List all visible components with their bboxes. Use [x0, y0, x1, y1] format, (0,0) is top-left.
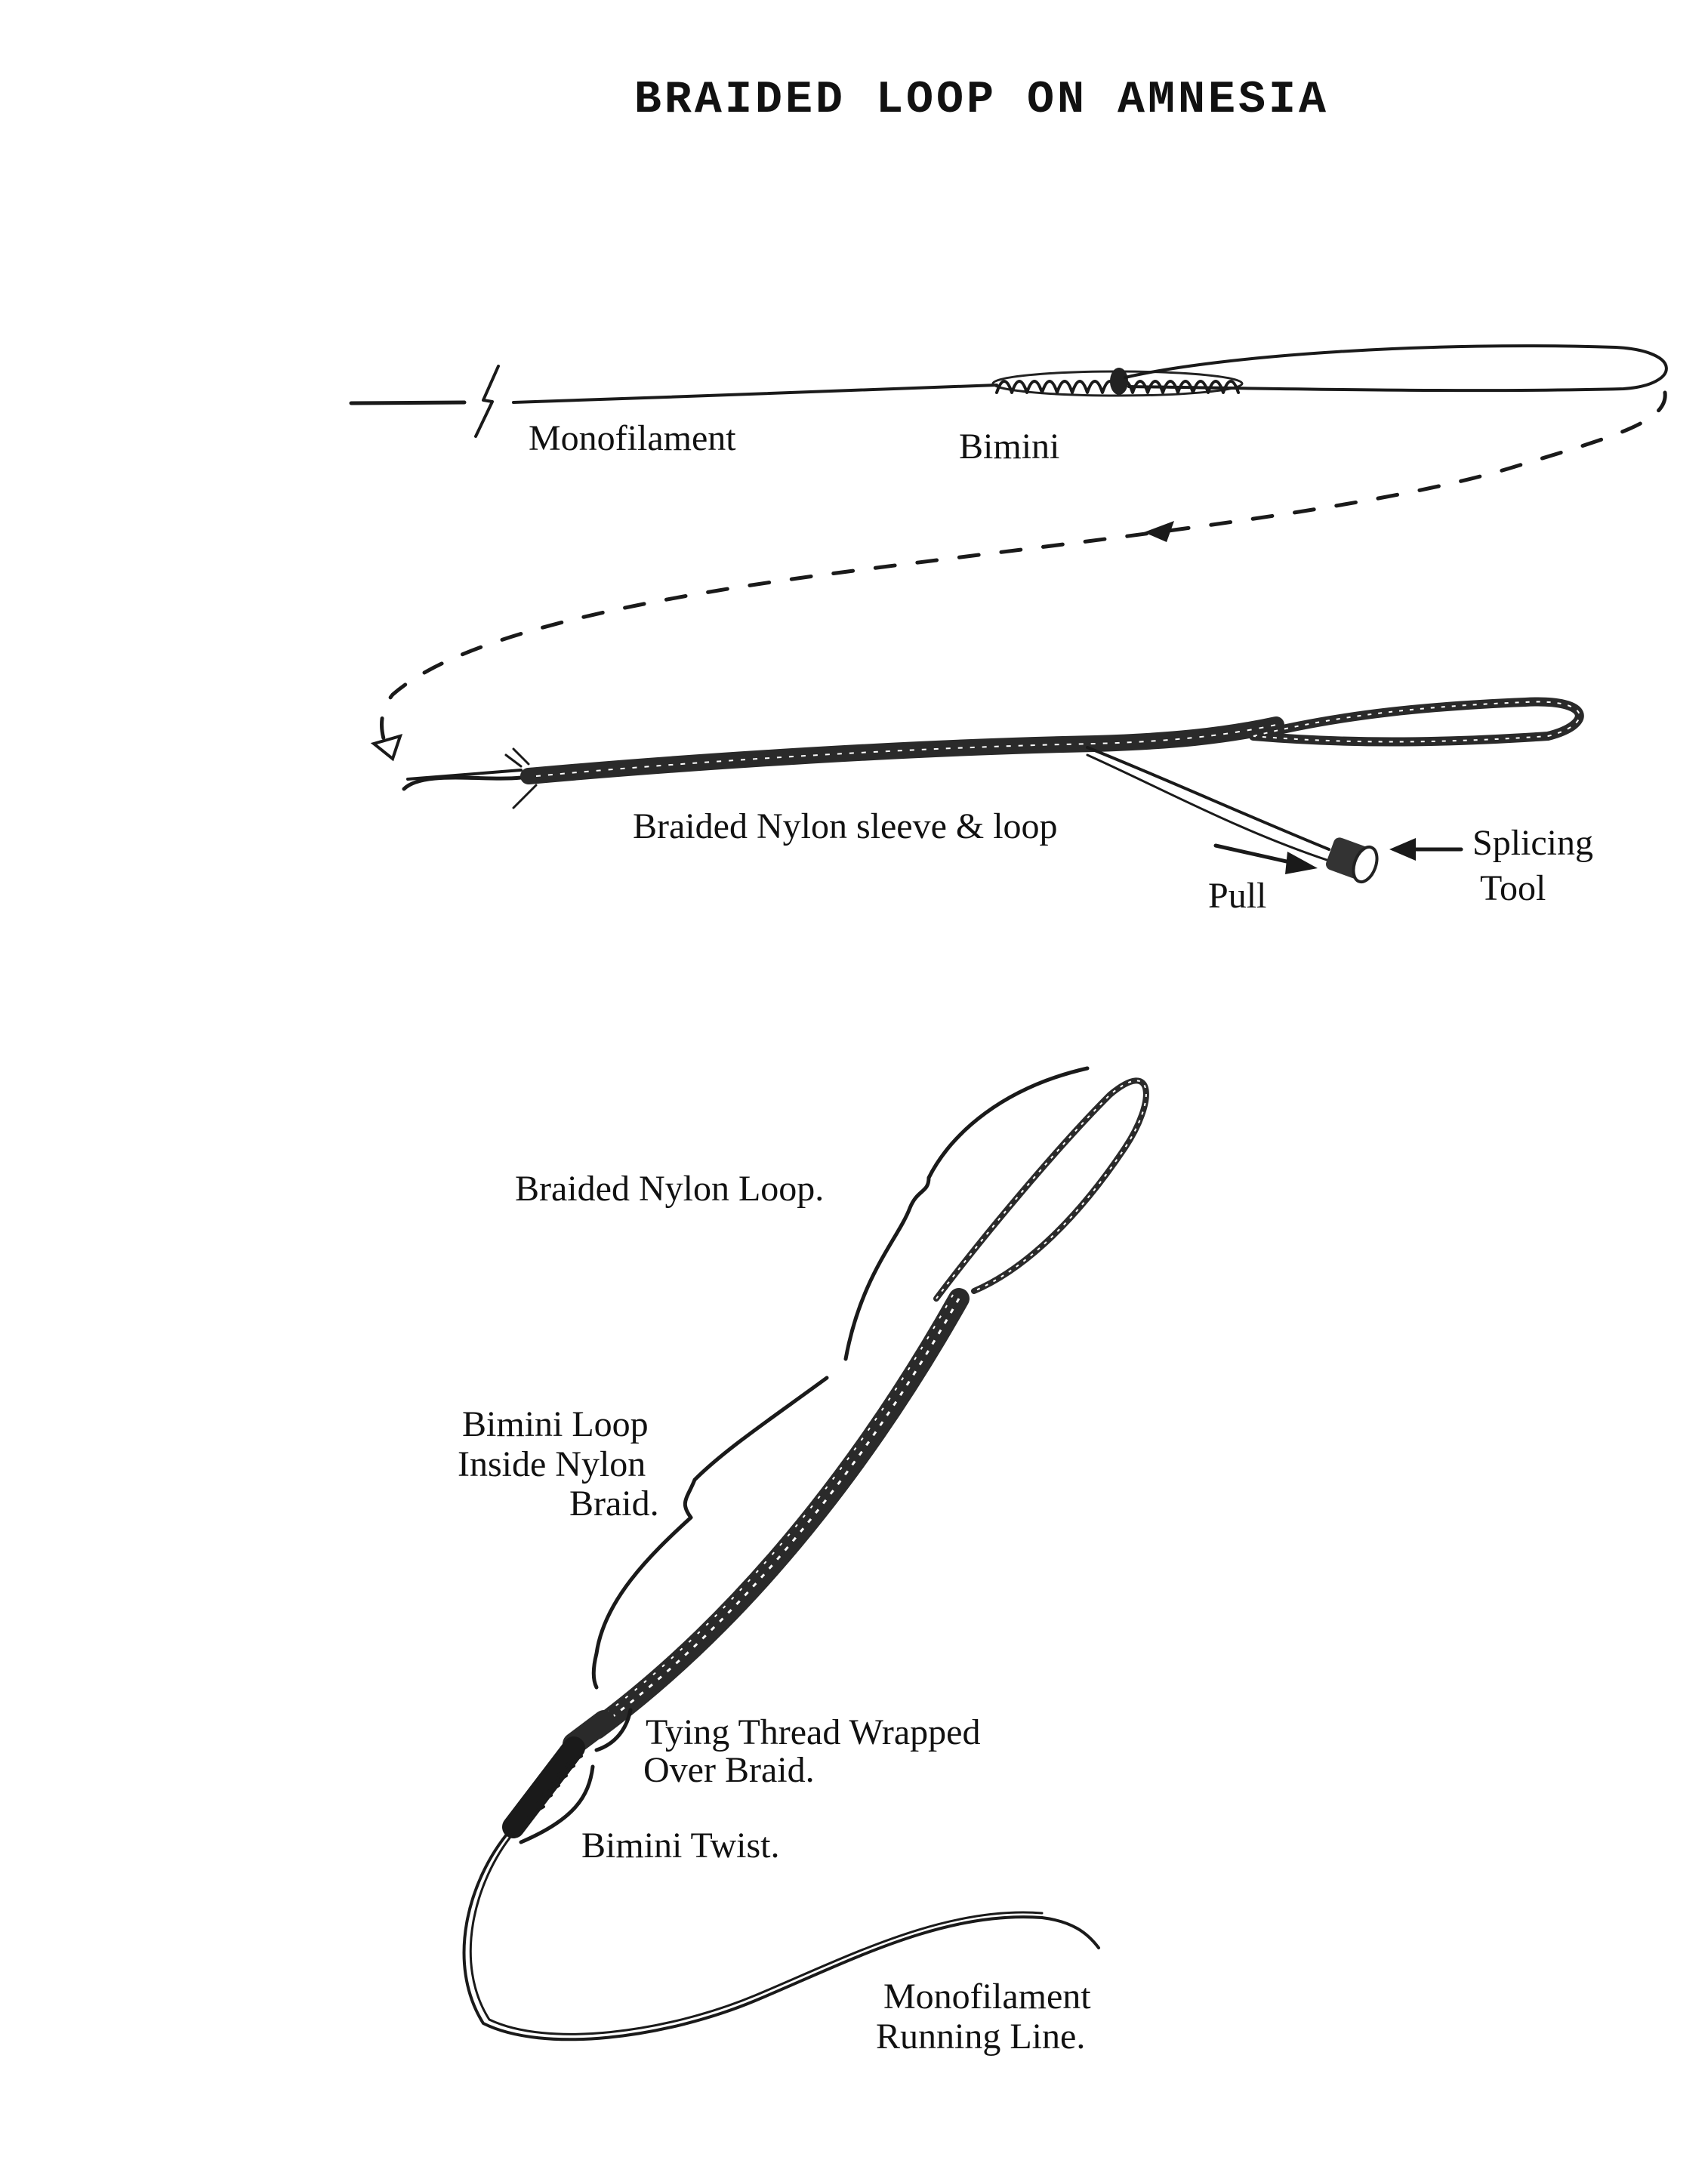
monofilament-line-stub: [349, 400, 467, 405]
label-bimini: Bimini: [959, 427, 1059, 467]
splicing-tool-pointer-head: [1389, 838, 1416, 861]
bracket-bimini-loop: [591, 1376, 829, 1690]
bracket-nylon-loop: [843, 1066, 1090, 1361]
insertion-arrowhead-2: [370, 734, 403, 762]
label-bimini-inside-2: Inside Nylon: [458, 1444, 646, 1484]
label-thread-2: Over Braid.: [643, 1750, 815, 1790]
label-nylon-loop: Braided Nylon Loop.: [515, 1169, 824, 1209]
bracket-thread-wrap: [594, 1708, 633, 1752]
label-monofilament: Monofilament: [529, 418, 736, 458]
running-line-2: [469, 1832, 1044, 2035]
insertion-arrowhead-1: [1144, 521, 1174, 542]
splicing-tool-icon: [1326, 837, 1379, 884]
figure-2-finished-loop: Braided Nylon Loop. Bimini Loop Inside N…: [458, 1066, 1149, 2057]
label-pull: Pull: [1208, 876, 1266, 916]
line-break-mark: [474, 365, 500, 438]
diagram-title: BRAIDED LOOP ON AMNESIA: [634, 75, 1329, 126]
label-splicing-2: Tool: [1480, 868, 1546, 908]
pull-arrowhead: [1285, 852, 1318, 874]
braided-sleeve: [402, 697, 1584, 809]
label-splicing-1: Splicing: [1472, 823, 1593, 863]
label-sleeve-and-loop: Braided Nylon sleeve & loop: [633, 806, 1058, 846]
figure-1-bimini-and-sleeve: Monofilament Bimini Braided Nylon sleeve…: [349, 344, 1668, 916]
bimini-loop: [1124, 344, 1668, 393]
label-running-line-2: Running Line.: [876, 2017, 1085, 2057]
label-running-line-1: Monofilament: [883, 1977, 1091, 2017]
tool-line: [1086, 746, 1330, 851]
label-thread-1: Tying Thread Wrapped: [646, 1712, 980, 1752]
tool-line-2: [1086, 753, 1330, 862]
label-bimini-inside-1: Bimini Loop: [462, 1404, 649, 1444]
nylon-loop: [933, 1077, 1149, 1302]
label-bimini-twist: Bimini Twist.: [581, 1826, 779, 1866]
running-line: [462, 1829, 1100, 2041]
insertion-path-dashed: [380, 390, 1667, 746]
bracket-bimini-twist: [519, 1764, 595, 1844]
monofilament-line: [512, 384, 998, 404]
bimini-twist-knot: [502, 1736, 585, 1838]
bimini-knot: [991, 368, 1244, 397]
label-bimini-inside-3: Braid.: [569, 1484, 659, 1524]
